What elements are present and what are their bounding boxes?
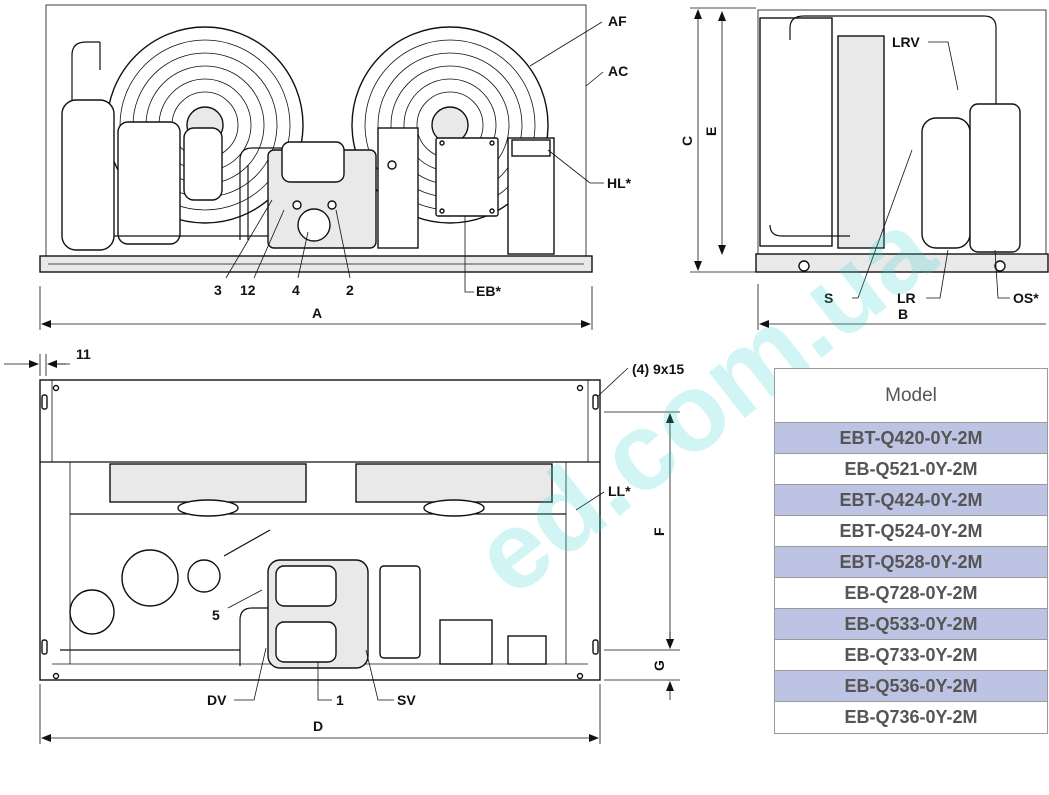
label-s: S — [824, 290, 833, 306]
model-row: EBT-Q424-0Y-2M — [775, 485, 1047, 516]
callout-2: 2 — [346, 282, 354, 298]
compressor-top — [267, 559, 421, 669]
filter-drier — [183, 127, 223, 201]
dim-d: D — [313, 718, 323, 734]
label-eb: EB* — [476, 283, 501, 299]
label-dv: DV — [207, 692, 227, 708]
receiver-top — [121, 549, 179, 607]
model-row: EB-Q728-0Y-2M — [775, 578, 1047, 609]
compressor-front — [267, 141, 377, 249]
dim-g: G — [651, 660, 667, 671]
label-sv: SV — [397, 692, 416, 708]
callout-5: 5 — [212, 607, 220, 623]
dim-11: 11 — [76, 346, 91, 362]
fan-right-top — [355, 463, 553, 503]
callout-1: 1 — [336, 692, 344, 708]
accumulator — [117, 121, 181, 245]
condenser-coil — [759, 17, 833, 247]
callout-4: 4 — [292, 282, 300, 298]
fan-left-top — [109, 463, 307, 503]
model-row: EBT-Q524-0Y-2M — [775, 516, 1047, 547]
model-row: EBT-Q420-0Y-2M — [775, 423, 1047, 454]
valve-panel — [377, 127, 419, 249]
model-row: EB-Q536-0Y-2M — [775, 671, 1047, 702]
label-lrv: LRV — [892, 34, 920, 50]
side-view: LRV S LR OS* B C E — [679, 7, 1049, 330]
terminal-box — [439, 619, 493, 665]
callout-3: 3 — [214, 282, 222, 298]
model-row: EB-Q733-0Y-2M — [775, 640, 1047, 671]
model-row: EB-Q533-0Y-2M — [775, 609, 1047, 640]
dim-f: F — [651, 527, 667, 536]
dim-a: A — [312, 305, 322, 321]
liquid-receiver — [61, 99, 115, 251]
dim-b: B — [898, 306, 908, 322]
compressor-side — [921, 117, 971, 249]
callout-12: 12 — [240, 282, 256, 298]
head-pressure-unit — [507, 137, 555, 255]
dim-e: E — [703, 127, 719, 136]
label-ac: AC — [608, 63, 628, 79]
label-os: OS* — [1013, 290, 1039, 306]
model-row: EB-Q521-0Y-2M — [775, 454, 1047, 485]
dim-c: C — [679, 136, 695, 146]
model-table: Model EBT-Q420-0Y-2M EB-Q521-0Y-2M EBT-Q… — [774, 368, 1048, 734]
label-lr: LR — [897, 290, 916, 306]
label-af: AF — [608, 13, 627, 29]
oil-separator — [969, 103, 1021, 253]
label-holes: (4) 9x15 — [632, 361, 684, 377]
model-row: EB-Q736-0Y-2M — [844, 707, 978, 727]
side-base-plate — [755, 253, 1049, 273]
model-row: EBT-Q528-0Y-2M — [775, 547, 1047, 578]
label-ll: LL* — [608, 483, 631, 499]
electrical-box — [435, 137, 499, 217]
fan-guard-side — [837, 35, 885, 249]
model-table-header: Model — [775, 369, 1047, 423]
front-view: AF AC HL* EB* 3 12 4 2 A — [39, 4, 632, 330]
label-hl: HL* — [607, 175, 632, 191]
top-view: (4) 9x15 LL* 5 DV 1 SV 11 D F G — [4, 346, 684, 744]
